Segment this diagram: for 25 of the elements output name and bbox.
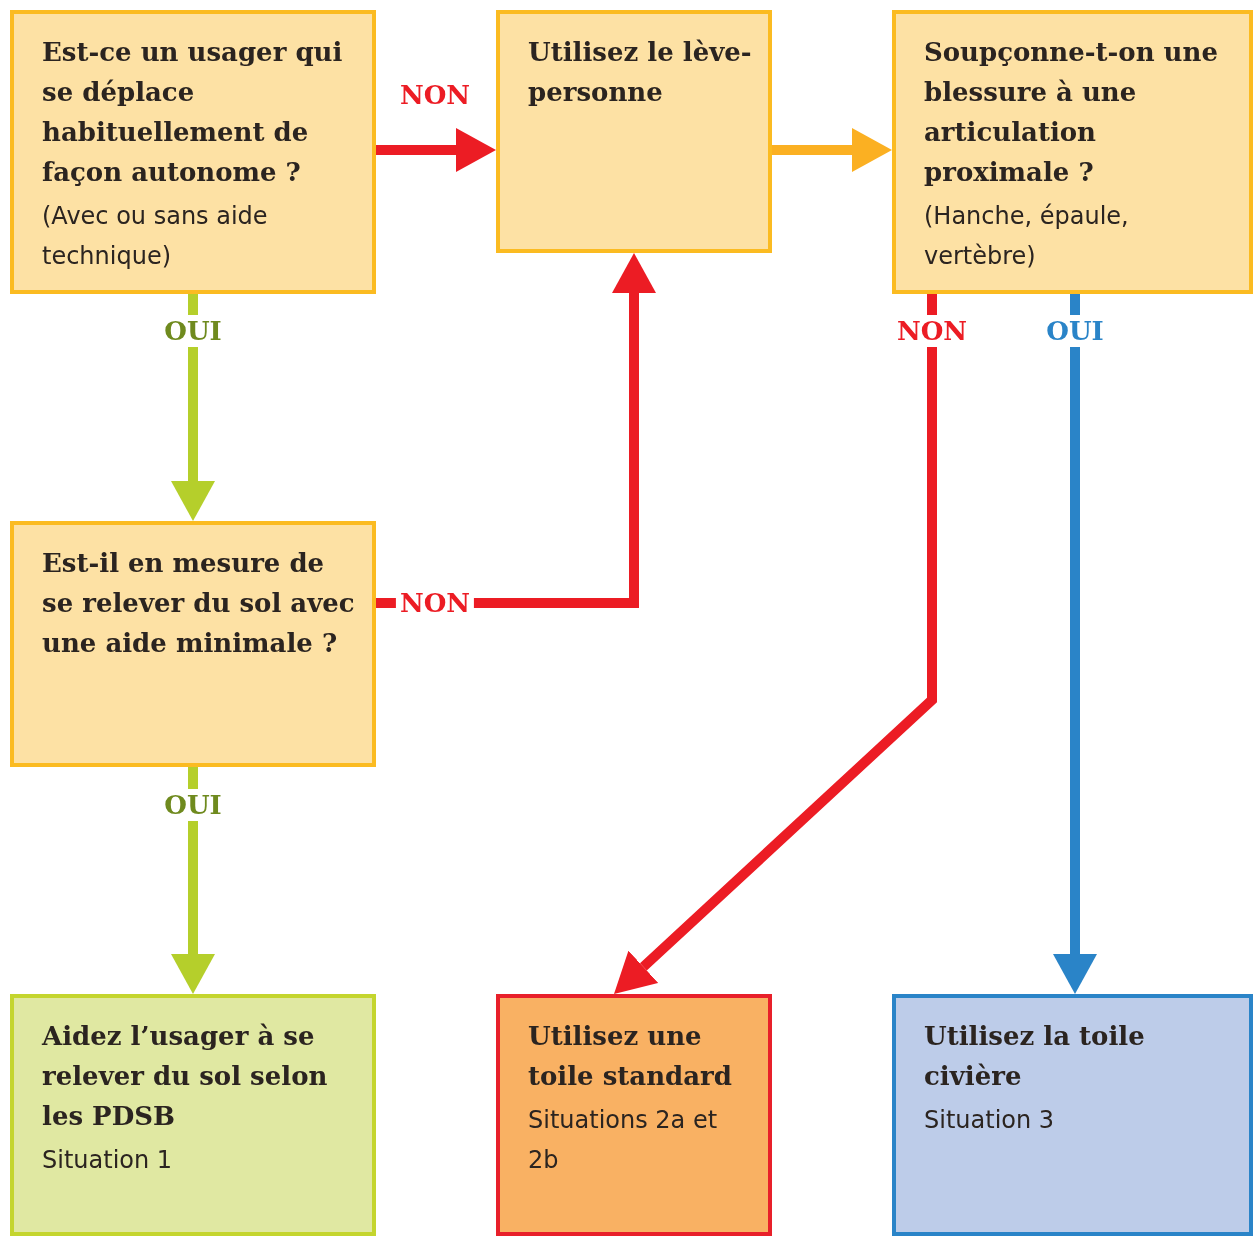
node-note: (Hanche, épaule, vertèbre) [924, 201, 1130, 272]
node-heading: Aidez l’usager à se relever du sol selon les PDSB [42, 1020, 329, 1133]
process-box [10, 10, 376, 294]
arrow [171, 294, 215, 521]
node-heading: Utilisez le lève-personne [528, 36, 752, 109]
node-note: Situation 3 [924, 1105, 1056, 1136]
process-box [496, 10, 772, 253]
node-note: (Avec ou sans aide technique) [42, 201, 269, 272]
outcome-box [10, 994, 376, 1236]
node-note: Situations 2a et 2b [528, 1105, 719, 1176]
node-heading: Est-il en mesure de se relever du sol avec une aide minimale ? [42, 547, 356, 660]
process-box [10, 521, 376, 767]
node-heading: Soupçonne-t-on une blessure à une articulation proximale ? [924, 36, 1219, 189]
outcome-box [892, 994, 1253, 1236]
arrow [614, 294, 937, 994]
arrow [772, 128, 892, 172]
node-note: Situation 1 [42, 1145, 174, 1176]
arrow [171, 767, 215, 994]
outcome-box [496, 994, 772, 1236]
node-heading: Est-ce un usager qui se déplace habituellement de façon autonome ? [42, 36, 344, 189]
process-box [892, 10, 1253, 294]
node-heading: Utilisez une toile standard [528, 1020, 733, 1093]
arrow [376, 128, 496, 172]
arrow [1053, 294, 1097, 994]
node-heading: Utilisez la toile civière [924, 1020, 1146, 1093]
